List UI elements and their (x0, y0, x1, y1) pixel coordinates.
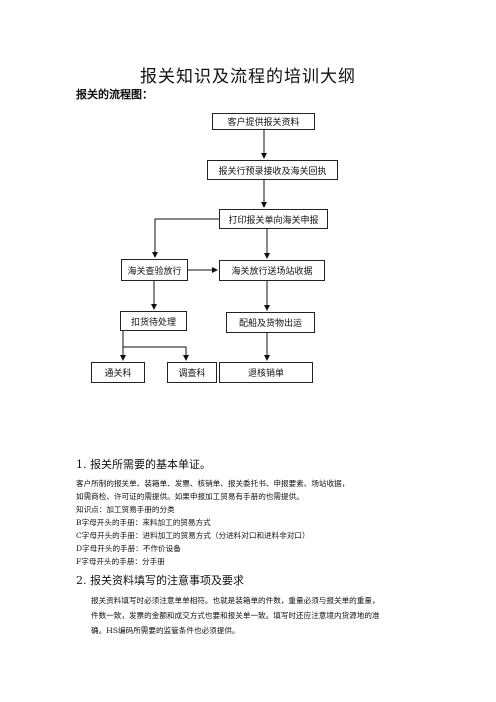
section-2-line: 确。HS编码所需要的监管条件也必须提供。 (91, 626, 240, 635)
flow-node-clearance-dept: 通关科 (91, 362, 145, 383)
flowchart-heading: 报关的流程图： (76, 88, 153, 101)
flow-node-return-verification: 退核销单 (219, 362, 313, 383)
flow-node-hold-goods: 扣货待处理 (120, 311, 187, 331)
flowchart-connectors (120, 130, 270, 361)
section-1-line: C字母开头的手册：进料加工的贸易方式（分进料对口和进料非对口） (76, 531, 310, 540)
flow-node-prerecord: 报关行预录接收及海关回执 (207, 160, 338, 180)
flow-node-shipping: 配船及货物出运 (226, 312, 315, 333)
section-1-line: 知识点：加工贸易手册的分类 (76, 505, 175, 514)
section-1-line: 如需商检、许可证的需提供。如果申报加工贸易有手册的也需提供。 (76, 492, 304, 501)
flow-node-customs-inspection: 海关查验放行 (121, 259, 188, 281)
section-2-heading: 2. 报关资料填写的注意事项及要求 (76, 574, 244, 587)
section-1-line: 客户所制的报关单、装箱单、发票、核销单、报关委托书、申报要素、场站收据， (76, 479, 350, 488)
section-1-line: D字母开头的手册：不作价设备 (76, 544, 181, 553)
flow-node-client-docs: 客户提供报关资料 (212, 113, 315, 130)
flow-node-investigation-dept: 调查科 (167, 362, 217, 383)
section-1-heading: 1. 报关所需要的基本单证。 (76, 458, 211, 471)
page-title: 报关知识及流程的培训大纲 (140, 67, 356, 87)
section-2-line: 报关资料填写时必须注意单单相符。也就是装箱单的件数，重量必须与报关单的重量， (91, 596, 380, 605)
section-1-line: F字母开头的手册：分手册 (76, 557, 165, 566)
section-1-line: B字母开头的手册：来料加工的贸易方式 (76, 518, 211, 527)
section-2-line: 件数一致，发票的金额和成交方式也要和报关单一致。填写时还应注意境内货源地的准 (91, 611, 380, 620)
flow-node-print-declaration: 打印报关单向海关申报 (219, 209, 328, 229)
flow-node-release-receipt: 海关放行送场站收据 (219, 260, 325, 281)
